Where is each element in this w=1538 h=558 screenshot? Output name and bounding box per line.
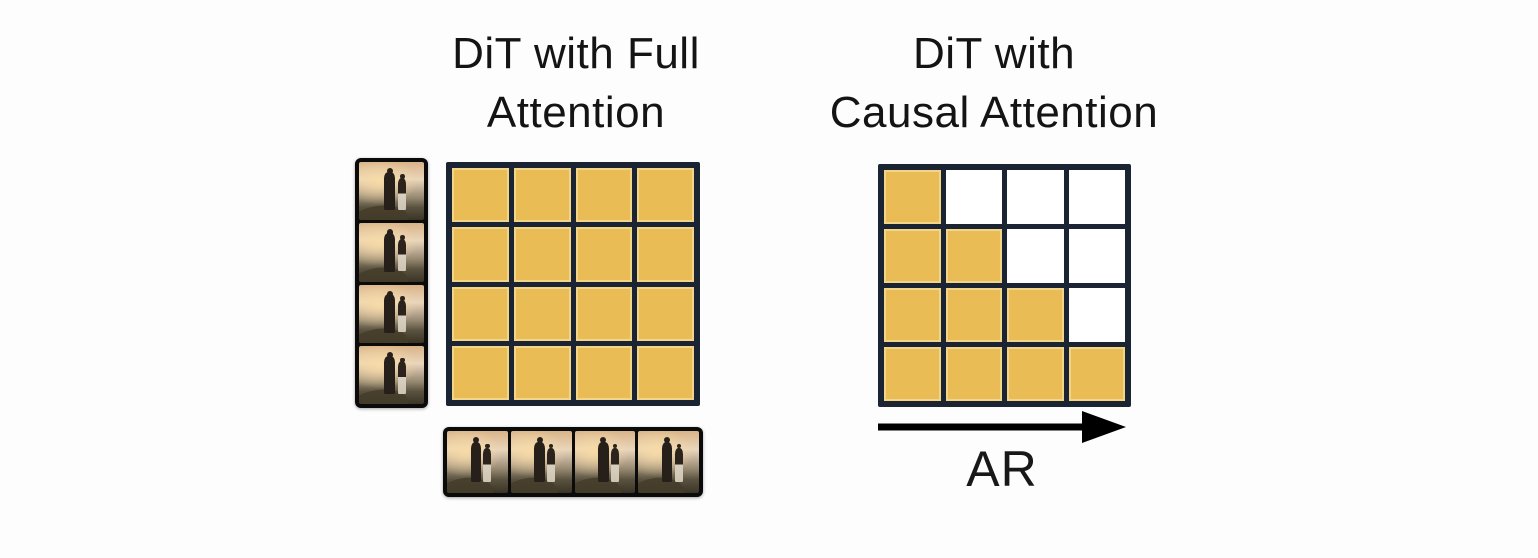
arrow-head — [1082, 411, 1126, 443]
causal-attention-title: DiT with Causal Attention — [830, 24, 1158, 142]
person-silhouette-left — [534, 437, 545, 483]
attended-cell — [452, 345, 509, 400]
causal-attention-title-line2: Causal Attention — [829, 88, 1159, 137]
key-frames-filmstrip — [443, 427, 703, 497]
attended-cell — [452, 286, 509, 341]
attended-cell — [637, 286, 694, 341]
video-frame — [447, 431, 508, 493]
video-frame — [359, 162, 424, 221]
video-frame — [510, 431, 572, 493]
ar-label: AR — [966, 441, 1038, 497]
attended-cell — [884, 229, 941, 283]
person-silhouette-right — [398, 357, 407, 394]
person-silhouette-left — [384, 168, 396, 211]
person-silhouette-left — [470, 437, 481, 483]
person-silhouette-left — [384, 290, 396, 333]
attended-cell — [1007, 347, 1064, 401]
full-attention-title-line1: DiT with Full — [452, 29, 700, 78]
person-silhouette-right — [398, 173, 407, 210]
person-silhouette-right — [398, 235, 407, 271]
person-silhouette-right — [483, 443, 492, 482]
full-attention-title-line2: Attention — [486, 88, 666, 137]
attended-cell — [513, 345, 571, 400]
video-frame — [638, 431, 699, 493]
person-silhouette-right — [610, 443, 619, 482]
attended-cell — [945, 229, 1002, 283]
masked-cell — [1068, 170, 1125, 224]
attended-cell — [575, 168, 633, 223]
attended-cell — [575, 345, 633, 400]
full-attention-grid — [446, 162, 700, 406]
person-silhouette-left — [384, 351, 396, 395]
attended-cell — [637, 168, 694, 223]
causal-attention-title-line1: DiT with — [912, 29, 1076, 78]
causal-attention-grid — [878, 164, 1131, 407]
attended-cell — [513, 286, 571, 341]
attended-cell — [452, 168, 509, 223]
video-frame — [574, 431, 636, 493]
attended-cell — [637, 227, 694, 282]
attended-cell — [575, 286, 633, 341]
ar-direction-arrow — [878, 411, 1126, 443]
attended-cell — [884, 170, 941, 224]
person-silhouette-left — [661, 437, 673, 483]
masked-cell — [945, 170, 1002, 224]
video-frame — [359, 345, 424, 404]
attended-cell — [945, 288, 1002, 342]
query-frames-filmstrip — [355, 158, 428, 408]
person-silhouette-right — [674, 443, 683, 482]
attended-cell — [513, 227, 571, 282]
person-silhouette-right — [547, 443, 556, 482]
masked-cell — [1007, 170, 1064, 224]
attended-cell — [575, 227, 633, 282]
attended-cell — [637, 345, 694, 400]
full-attention-title: DiT with Full Attention — [452, 24, 700, 142]
masked-cell — [1068, 229, 1125, 283]
attended-cell — [884, 347, 941, 401]
attended-cell — [1068, 347, 1125, 401]
person-silhouette-left — [598, 437, 609, 483]
person-silhouette-right — [398, 296, 407, 333]
attended-cell — [1007, 288, 1064, 342]
attended-cell — [452, 227, 509, 282]
person-silhouette-left — [384, 229, 396, 272]
video-frame — [359, 223, 424, 282]
masked-cell — [1068, 288, 1125, 342]
attended-cell — [513, 168, 571, 223]
attended-cell — [884, 288, 941, 342]
video-frame — [359, 284, 424, 343]
masked-cell — [1007, 229, 1064, 283]
attended-cell — [945, 347, 1002, 401]
